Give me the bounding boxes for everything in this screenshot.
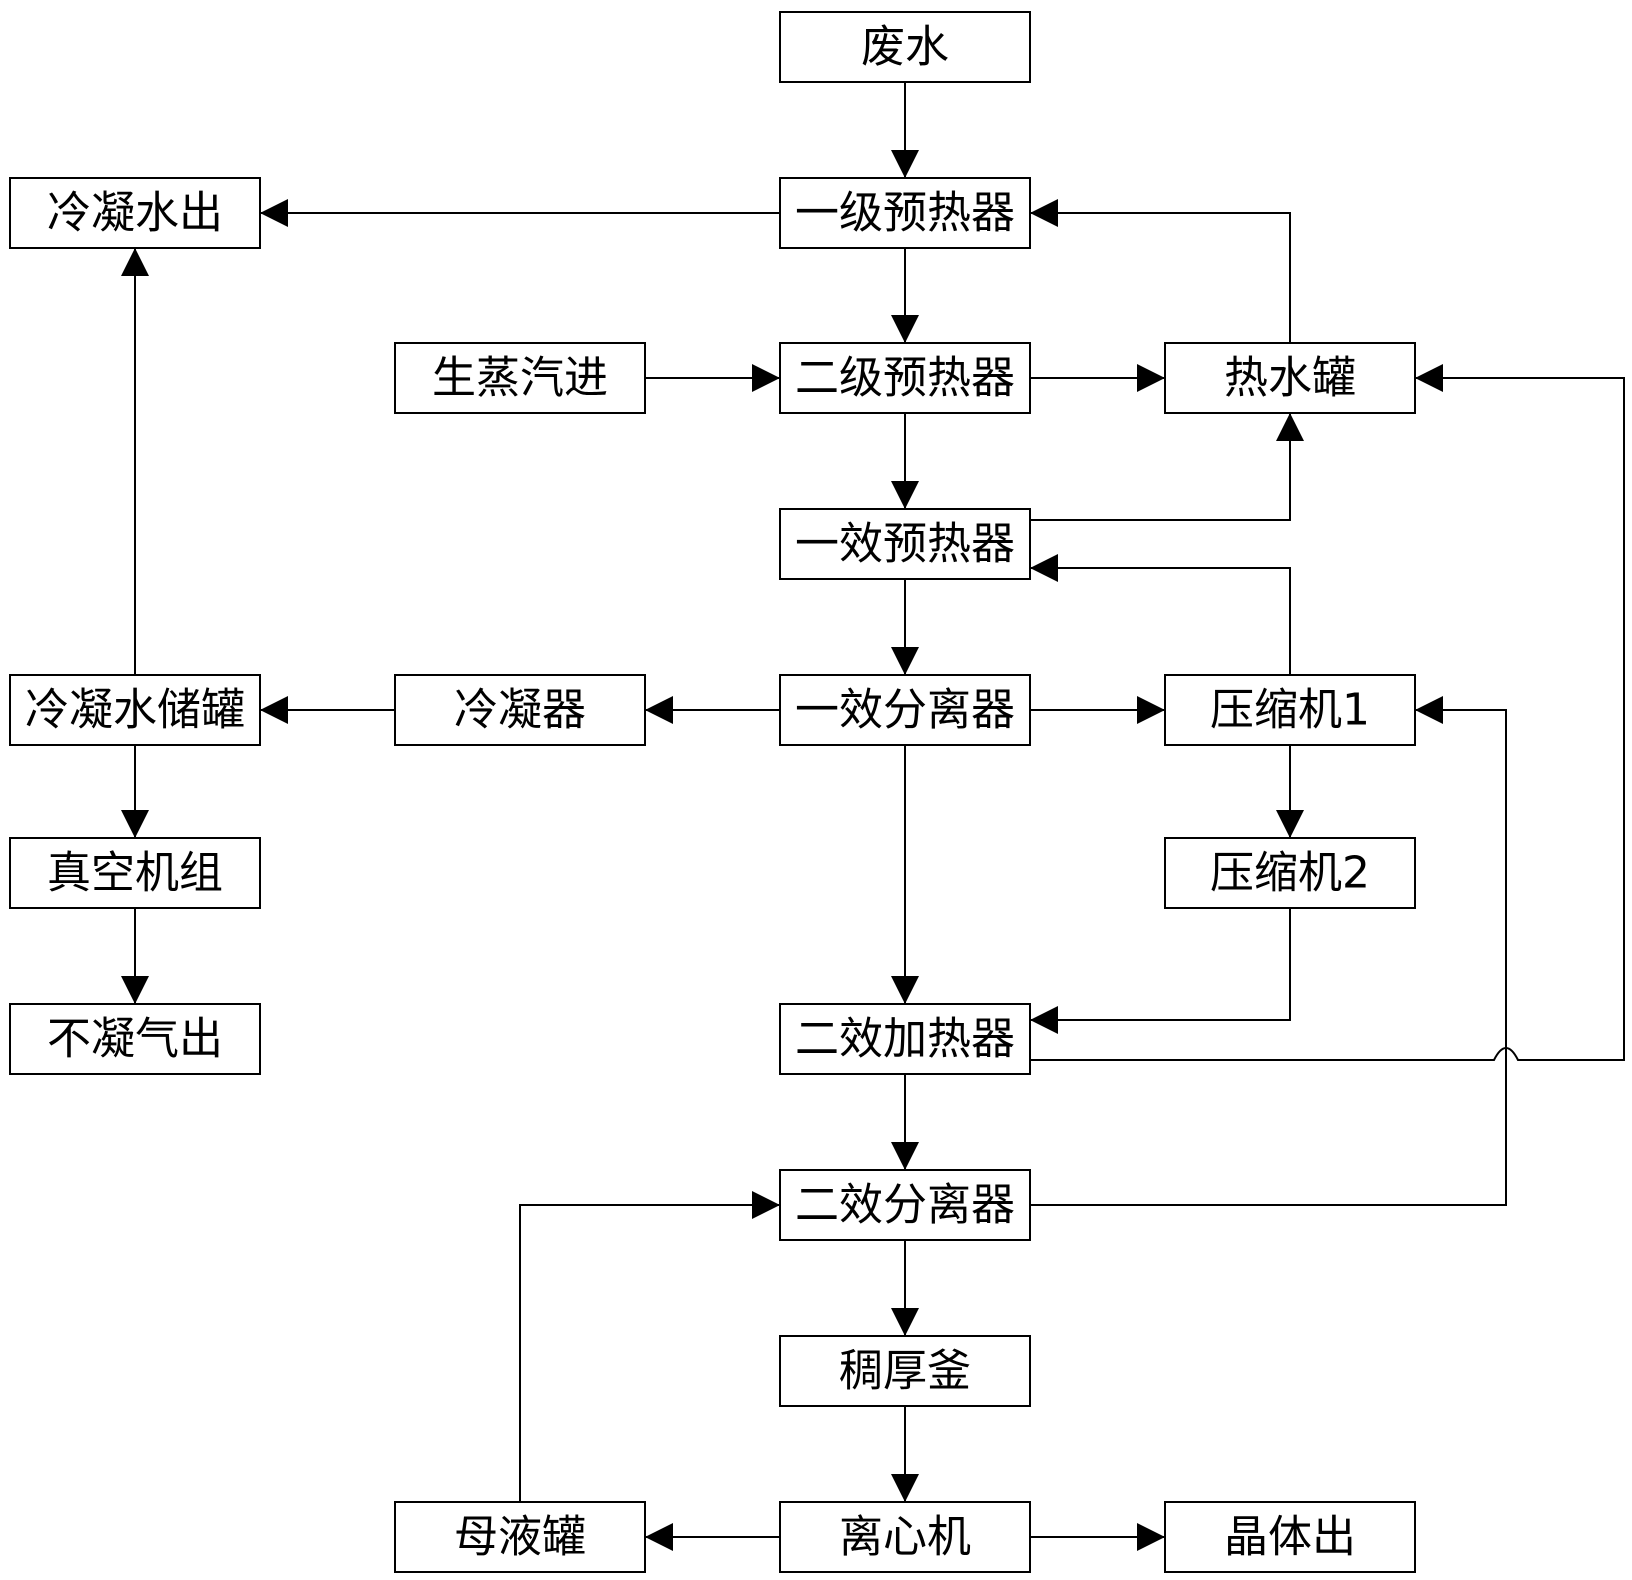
first-effect-preheater-label: 一效预热器 [795, 519, 1015, 570]
second-effect-separator-box: 二效分离器 [779, 1169, 1031, 1241]
centrifuge-label: 离心机 [839, 1512, 971, 1563]
condenser-label: 冷凝器 [454, 685, 586, 736]
hot-water-tank-box: 热水罐 [1164, 342, 1416, 414]
live-steam-in-box: 生蒸汽进 [394, 342, 646, 414]
second-effect-heater-label: 二效加热器 [795, 1014, 1015, 1065]
crystal-out-box: 晶体出 [1164, 1501, 1416, 1573]
condensate-out-label: 冷凝水出 [47, 188, 223, 239]
first-effect-separator-box: 一效分离器 [779, 674, 1031, 746]
vacuum-unit-label: 真空机组 [47, 848, 223, 899]
crystal-out-label: 晶体出 [1224, 1512, 1356, 1563]
second-effect-separator-label: 二效分离器 [795, 1180, 1015, 1231]
preheater-2nd-stage-label: 二级预热器 [795, 353, 1015, 404]
thickener-box: 稠厚釜 [779, 1335, 1031, 1407]
preheater-1st-stage-label: 一级预热器 [795, 188, 1015, 239]
compressor-1-box: 压缩机1 [1164, 674, 1416, 746]
wastewater-box: 废水 [779, 11, 1031, 83]
condensate-storage-tank-label: 冷凝水储罐 [25, 685, 245, 736]
compressor-2-box: 压缩机2 [1164, 837, 1416, 909]
hot-water-tank-label: 热水罐 [1224, 353, 1356, 404]
condensate-out-box: 冷凝水出 [9, 177, 261, 249]
first-effect-separator-label: 一效分离器 [795, 685, 1015, 736]
arrow-compressor-1-to-first-effect-preheater [1030, 554, 1291, 675]
first-effect-preheater-box: 一效预热器 [779, 508, 1031, 580]
arrow-second-effect-separator-to-compressor-1 [1030, 696, 1507, 1206]
compressor-2-label: 压缩机2 [1210, 848, 1370, 899]
preheater-1st-stage-box: 一级预热器 [779, 177, 1031, 249]
mother-liquor-tank-label: 母液罐 [454, 1512, 586, 1563]
live-steam-in-label: 生蒸汽进 [432, 353, 608, 404]
condensate-storage-tank-box: 冷凝水储罐 [9, 674, 261, 746]
arrow-compressor-2-to-second-effect-heater [1030, 908, 1291, 1034]
vacuum-unit-box: 真空机组 [9, 837, 261, 909]
arrow-first-effect-preheater-to-hot-water-tank [1030, 413, 1304, 521]
noncondensable-gas-out-label: 不凝气出 [47, 1014, 223, 1065]
arrow-mother-liquor-tank-to-second-effect-separator [519, 1191, 780, 1502]
compressor-1-label: 压缩机1 [1210, 685, 1370, 736]
thickener-label: 稠厚釜 [839, 1346, 971, 1397]
arrow-hot-water-tank-to-preheater-1st-stage [1030, 199, 1291, 343]
noncondensable-gas-out-box: 不凝气出 [9, 1003, 261, 1075]
process-units: 废水 一级预热器 冷凝水出 生蒸汽进 二级预热器 热水罐 一效预热器 冷凝水储 [9, 11, 1416, 1573]
second-effect-heater-box: 二效加热器 [779, 1003, 1031, 1075]
arrow-second-effect-heater-to-hot-water-tank [1030, 364, 1625, 1061]
condenser-box: 冷凝器 [394, 674, 646, 746]
centrifuge-box: 离心机 [779, 1501, 1031, 1573]
flow-connections [121, 82, 1625, 1551]
mother-liquor-tank-box: 母液罐 [394, 1501, 646, 1573]
wastewater-label: 废水 [861, 22, 949, 73]
preheater-2nd-stage-box: 二级预热器 [779, 342, 1031, 414]
